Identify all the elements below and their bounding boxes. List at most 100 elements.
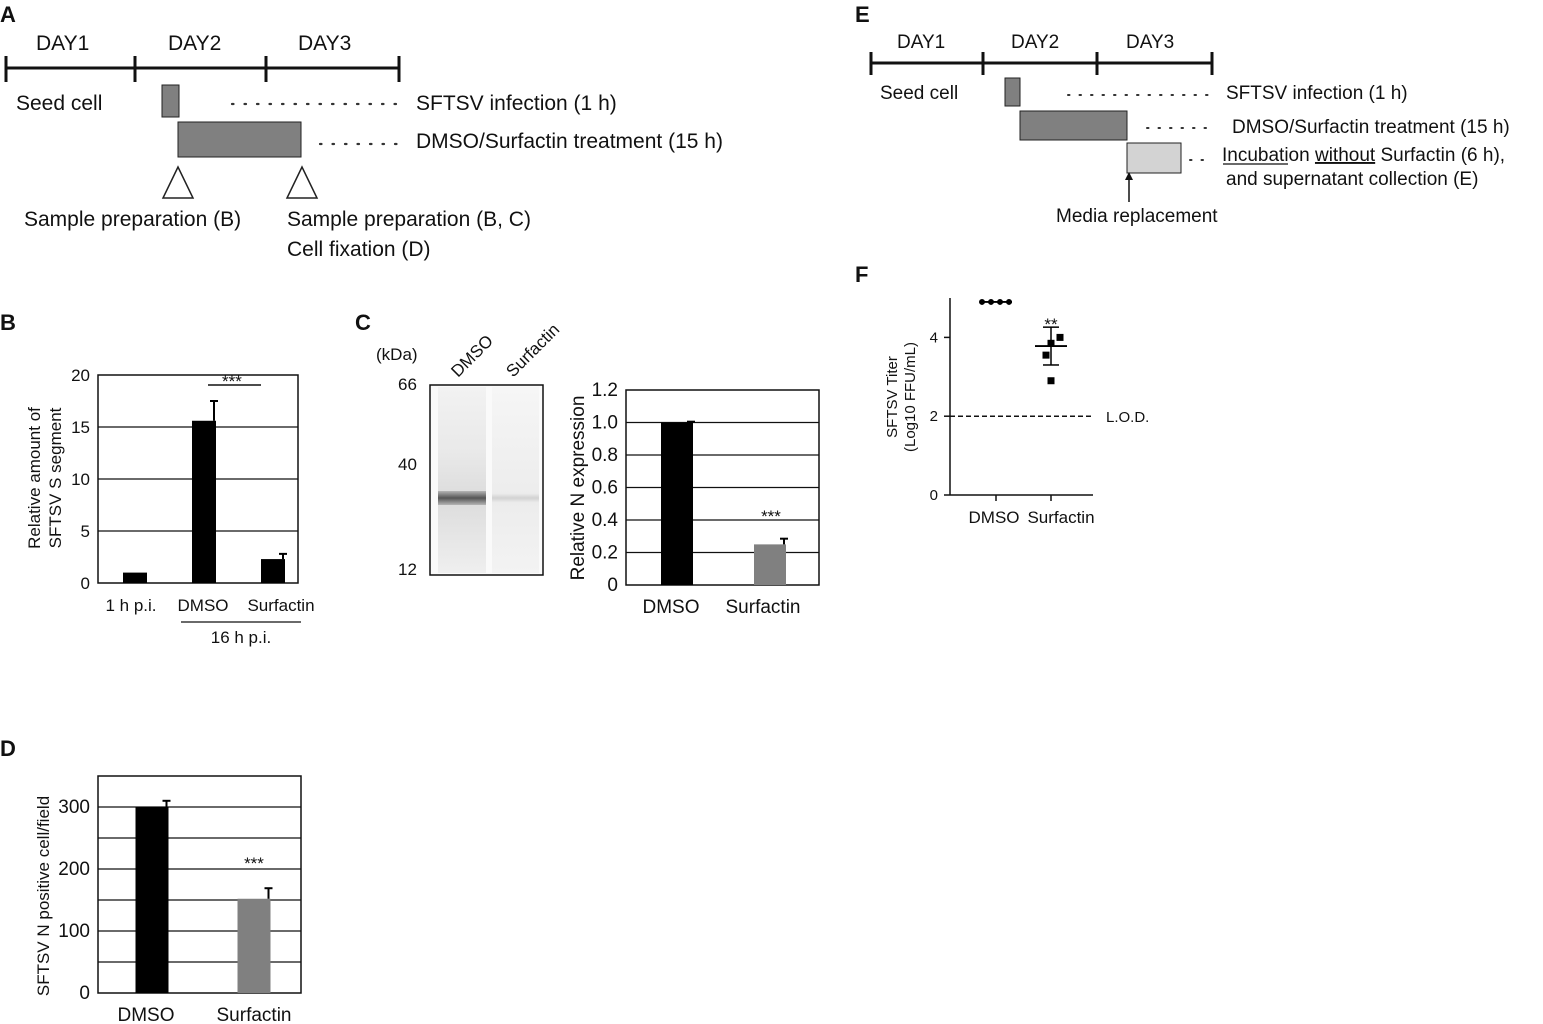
panel-f-ylabel-1: SFTSV Titer xyxy=(884,356,901,438)
f-point-surfactin xyxy=(1056,333,1064,341)
panel-c-grid xyxy=(626,421,819,554)
panel-c-blot-lane-2 xyxy=(492,387,539,573)
panel-e-incub-c: Surfactin (6 h), xyxy=(1375,145,1505,166)
panel-d-plot-frame xyxy=(97,775,302,994)
c-xtick-label: Surfactin xyxy=(726,597,801,618)
c-bar xyxy=(661,422,693,585)
panel-d-ylabel: SFTSV N positive cell/field xyxy=(34,796,53,996)
d-ytick-label: 200 xyxy=(58,859,90,880)
c-ytick-label: 1.0 xyxy=(592,413,618,434)
b-ytick-label: 5 xyxy=(81,522,90,541)
panel-a-letter: A xyxy=(0,2,16,27)
c-ytick-label: 0.2 xyxy=(592,543,618,564)
panel-e-treatment: DMSO/Surfactin treatment (15 h) xyxy=(1232,117,1510,138)
f-point-surfactin xyxy=(1042,351,1050,359)
panel-e-incubation-line2: and supernatant collection (E) xyxy=(1226,169,1478,190)
panel-c-marker-12: 12 xyxy=(398,560,417,579)
c-ytick-label: 1.2 xyxy=(592,380,618,401)
panel-c-lane-dmso: DMSO xyxy=(447,331,496,380)
b-xtick-label: Surfactin xyxy=(247,596,314,615)
panel-e-day3: DAY3 xyxy=(1126,32,1174,53)
panel-e-incub-b: without xyxy=(1314,145,1376,166)
panel-e-timeline xyxy=(869,52,1214,75)
panel-a-day1: DAY1 xyxy=(36,32,89,55)
panel-f-lod-label: L.O.D. xyxy=(1106,409,1149,426)
panel-f-ylabel-2: (Log10 FFU/mL) xyxy=(902,342,919,452)
b-xtick-label: 1 h p.i. xyxy=(105,596,156,615)
panel-e-seed: Seed cell xyxy=(880,83,958,104)
c-ytick-label: 0.4 xyxy=(592,510,619,531)
c-xtick-label: DMSO xyxy=(643,597,700,618)
panel-d-grid xyxy=(98,806,301,963)
panel-a-seed: Seed cell xyxy=(16,92,102,115)
panel-c-ylabel: Relative N expression xyxy=(568,396,589,581)
f-ytick-label: 0 xyxy=(930,487,938,504)
f-xtick-label: DMSO xyxy=(969,508,1020,527)
panel-c-marker-40: 40 xyxy=(398,455,417,474)
f-ytick-label: 2 xyxy=(930,408,938,425)
panel-c-sig: *** xyxy=(761,507,781,526)
b-xtick-label: DMSO xyxy=(178,596,229,615)
b-bar xyxy=(123,572,147,583)
panel-b-letter: B xyxy=(0,310,16,335)
d-ytick-label: 0 xyxy=(79,983,90,1004)
panel-c-marker-66: 66 xyxy=(398,375,417,394)
panel-e-arrow-head xyxy=(1125,172,1133,180)
panel-a-triangle-2 xyxy=(285,165,319,199)
f-xtick-label: Surfactin xyxy=(1027,508,1094,527)
panel-a-day3: DAY3 xyxy=(298,32,351,55)
panel-f-xlabels: DMSO Surfactin xyxy=(969,508,1095,527)
panel-d-bars xyxy=(135,799,273,993)
panel-c-letter: C xyxy=(355,310,371,335)
panel-b-bars xyxy=(123,400,287,583)
panel-b-sig: *** xyxy=(222,372,242,391)
panel-e-day2: DAY2 xyxy=(1011,32,1059,53)
panel-a-prep1: Sample preparation (B) xyxy=(24,208,241,231)
panel-a-prep2: Sample preparation (B, C) xyxy=(287,208,531,231)
panel-c: C (kDa) 66 40 12 DMSO Surfactin xyxy=(355,310,820,618)
panel-f-yticks: 0 2 4 xyxy=(930,329,938,504)
panel-a-infection: SFTSV infection (1 h) xyxy=(416,92,617,115)
panel-c-blot-lane-1 xyxy=(438,387,486,573)
panel-a-timeline xyxy=(4,56,401,82)
d-bar xyxy=(237,898,271,993)
panel-d-sig: *** xyxy=(244,854,264,873)
d-ytick-label: 300 xyxy=(58,797,90,818)
panel-e-infection: SFTSV infection (1 h) xyxy=(1226,83,1408,104)
panel-a-infection-bar xyxy=(161,84,180,118)
panel-c-xlabels: DMSO Surfactin xyxy=(643,597,801,618)
panel-c-bars xyxy=(661,420,788,585)
panel-e-incubation-bar xyxy=(1126,142,1182,174)
panel-b-xlabels: 1 h p.i. DMSO Surfactin xyxy=(105,596,314,615)
f-point-surfactin xyxy=(1047,377,1055,385)
panel-e-letter: E xyxy=(855,2,870,27)
panel-d-letter: D xyxy=(0,736,16,761)
panel-f-letter: F xyxy=(855,262,868,287)
c-bar xyxy=(754,544,786,585)
panel-b-ylabel-2: SFTSV S segment xyxy=(46,407,65,548)
panel-a-day2: DAY2 xyxy=(168,32,221,55)
d-xtick-label: DMSO xyxy=(118,1005,175,1024)
b-ytick-label: 15 xyxy=(71,418,90,437)
panel-c-kda: (kDa) xyxy=(376,345,418,364)
panel-a: A DAY1 DAY2 DAY3 Seed cell SFTSV infecti… xyxy=(0,2,723,261)
panel-a-triangle-1 xyxy=(161,165,195,199)
panel-e-day1: DAY1 xyxy=(897,32,945,53)
b-bar xyxy=(261,559,285,583)
panel-e-infection-bar xyxy=(1004,77,1021,107)
c-ytick-label: 0 xyxy=(607,575,618,596)
panel-c-band-surfactin xyxy=(492,493,539,503)
panel-a-treatment-bar xyxy=(177,121,302,158)
c-ytick-label: 0.8 xyxy=(592,445,618,466)
f-ytick-label: 4 xyxy=(930,329,938,346)
panel-b-group: 16 h p.i. xyxy=(211,628,272,647)
b-ytick-label: 0 xyxy=(81,574,90,593)
b-bar xyxy=(192,420,216,583)
d-bar xyxy=(135,807,169,993)
